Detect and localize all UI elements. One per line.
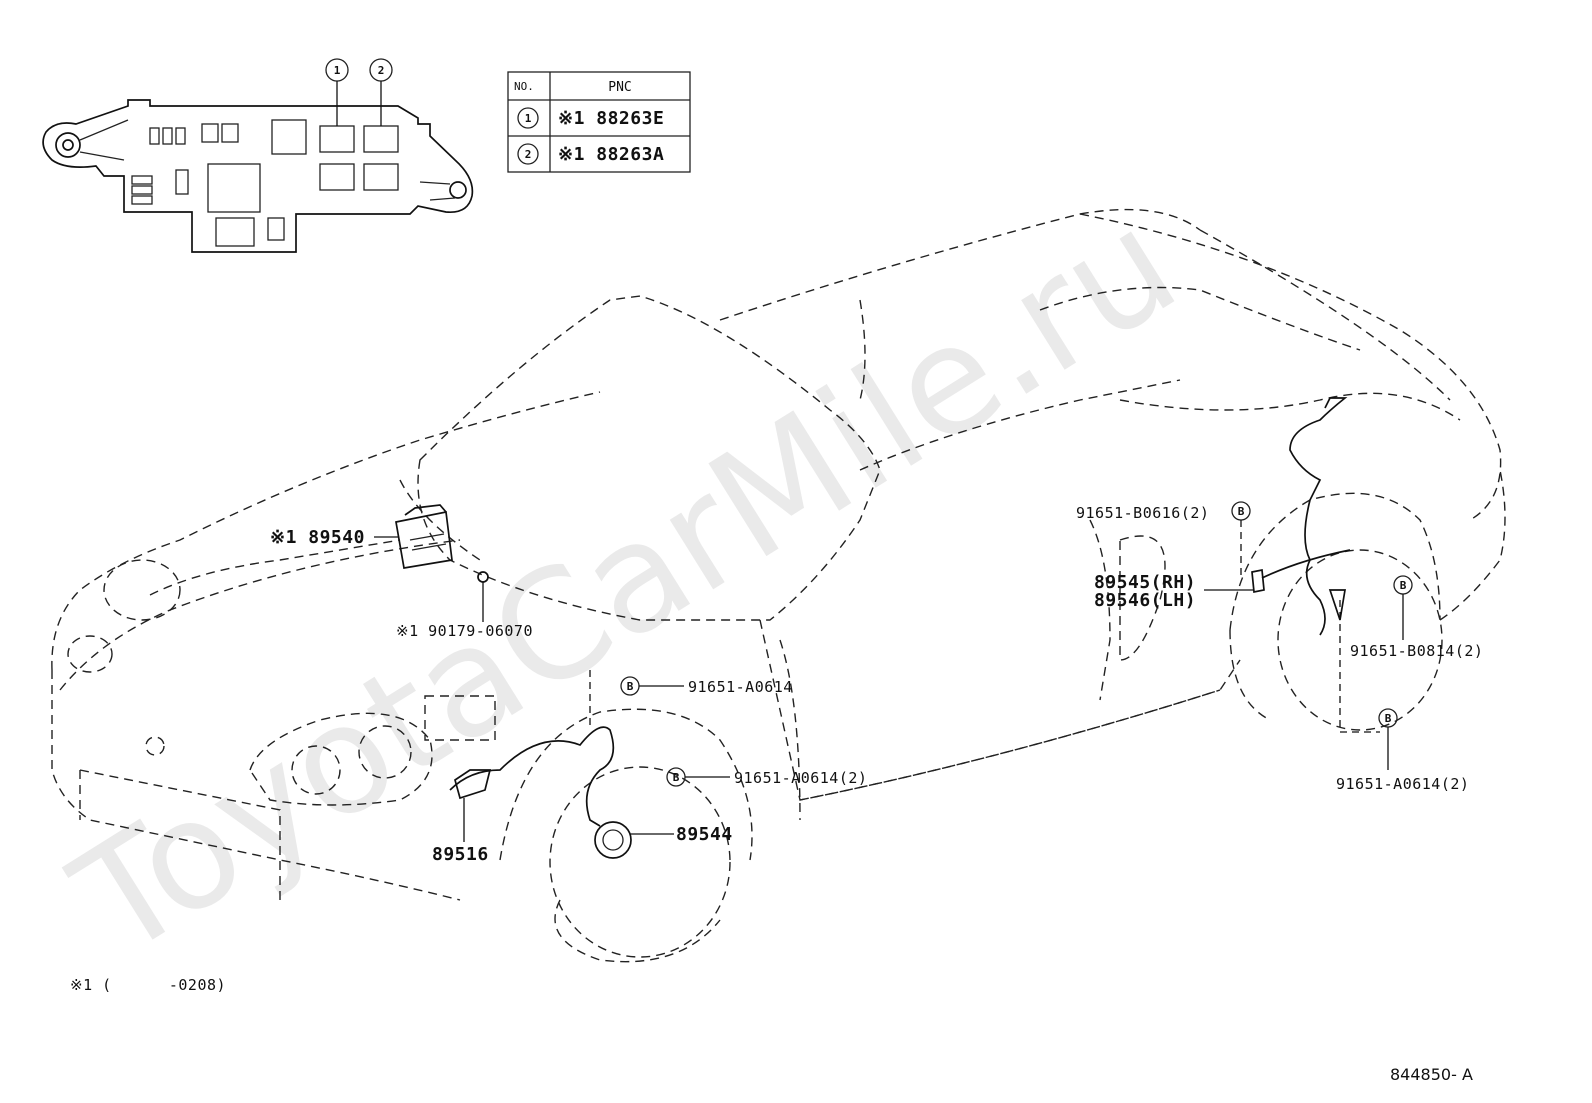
label-89540: ※1 89540 — [270, 527, 398, 548]
svg-text:2: 2 — [378, 64, 385, 77]
table-row-1-no: 1 — [525, 112, 532, 125]
pnc-table: NO. PNC 1 ※1 88263E 2 ※1 88263A — [507, 71, 691, 173]
table-row-2-no: 2 — [525, 148, 532, 161]
label-91651-a0614-2-front: B 91651-A0614(2) — [666, 767, 867, 787]
svg-text:B: B — [1385, 712, 1392, 725]
svg-text:89544: 89544 — [676, 824, 733, 845]
svg-text:89546(LH): 89546(LH) — [1094, 590, 1196, 611]
svg-text:89516: 89516 — [432, 844, 489, 865]
relay-callout-1: 1 — [325, 58, 349, 126]
watermark: ToyotaCarMile.ru — [46, 177, 1205, 991]
svg-text:91651-B0814(2): 91651-B0814(2) — [1350, 642, 1483, 660]
label-91651-a0614: B 91651-A0614 — [589, 670, 793, 730]
svg-text:1: 1 — [334, 64, 341, 77]
table-row-2-pnc: ※1 88263A — [558, 144, 664, 165]
svg-text:89545(RH): 89545(RH) — [1094, 572, 1196, 593]
label-90179-06070: ※1 90179-06070 — [396, 582, 533, 640]
relay-block-illustration — [42, 99, 474, 253]
svg-text:B: B — [673, 771, 680, 784]
svg-text:※1 89540: ※1 89540 — [270, 527, 365, 548]
svg-text:B: B — [1238, 505, 1245, 518]
svg-text:B: B — [1400, 579, 1407, 592]
svg-text:91651-A0614(2): 91651-A0614(2) — [734, 769, 867, 787]
label-89544: 89544 — [630, 824, 733, 845]
relay-callout-2: 2 — [369, 58, 393, 126]
label-91651-a0614-2-rear: B 91651-A0614(2) — [1336, 708, 1469, 793]
car-body-outline — [51, 208, 1506, 963]
svg-text:91651-A0614(2): 91651-A0614(2) — [1336, 775, 1469, 793]
svg-text:91651-B0616(2): 91651-B0616(2) — [1076, 504, 1209, 522]
svg-text:※1 90179-06070: ※1 90179-06070 — [396, 622, 533, 640]
table-row-1-pnc: ※1 88263E — [558, 108, 664, 129]
footnote: ※1 ( -0208) — [70, 976, 226, 994]
bolt-ref-icon: B — [627, 680, 634, 693]
svg-text:91651-A0614: 91651-A0614 — [688, 678, 793, 696]
label-91651-b0616-2: 91651-B0616(2) B — [1076, 501, 1251, 578]
table-header-pnc: PNC — [608, 80, 631, 95]
table-header-no: NO. — [514, 80, 534, 93]
label-91651-b0814-2: B 91651-B0814(2) — [1339, 575, 1483, 730]
relay-slot-2 — [363, 125, 399, 153]
label-89516: 89516 — [432, 798, 489, 865]
relay-slot-1 — [319, 125, 355, 153]
label-89545-89546: 89545(RH) 89546(LH) — [1094, 572, 1254, 611]
diagram-id: 844850- A — [1390, 1065, 1473, 1084]
